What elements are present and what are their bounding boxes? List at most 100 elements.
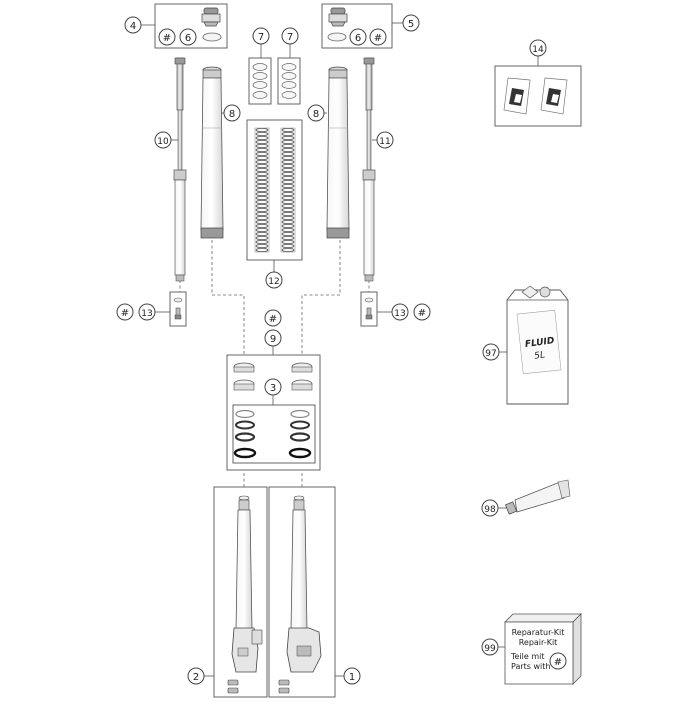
spring-coil	[255, 187, 269, 192]
cartridge-left[interactable]: 10	[154, 57, 187, 282]
part-group-98[interactable]: 98	[481, 479, 571, 517]
shim-stack-left-icon	[252, 63, 268, 99]
spring-left-icon	[254, 127, 270, 253]
hash-marker	[116, 303, 134, 321]
callout-2	[187, 667, 205, 685]
spring-coil	[255, 207, 269, 212]
spring-coil	[281, 247, 295, 252]
callout-8-left	[223, 104, 241, 122]
fork-leg-left[interactable]: 2	[187, 486, 268, 698]
hash-marker	[264, 309, 282, 327]
cartridge-right[interactable]: 11	[362, 57, 394, 282]
callout-5	[402, 14, 420, 32]
spring-coil	[255, 203, 269, 208]
fluid-can-icon: FLUID 5L	[506, 285, 569, 405]
spring-coil	[255, 127, 269, 132]
repair-kit-line2: Repair-Kit	[519, 638, 558, 647]
callout-1	[343, 667, 361, 685]
repair-kit-line1: Reparatur-Kit	[512, 628, 565, 637]
callout-3-label: 3	[270, 383, 276, 394]
spring-coil	[281, 211, 295, 216]
callout-13-right-label: 13	[394, 309, 405, 319]
spring-coil	[281, 219, 295, 224]
callout-10	[154, 131, 172, 149]
hash-marker-label: #	[418, 308, 426, 319]
part-group-12[interactable]: 12	[246, 119, 303, 289]
spring-coil	[255, 199, 269, 204]
callout-12	[265, 271, 283, 289]
hash-marker	[369, 28, 387, 46]
spring-coil	[281, 195, 295, 200]
spring-coil	[255, 135, 269, 140]
spring-coil	[281, 183, 295, 188]
spring-coil	[255, 183, 269, 188]
spring-coil	[255, 239, 269, 244]
decal-left-icon	[503, 77, 531, 115]
callout-97-label: 97	[485, 349, 496, 359]
spring-coil	[255, 223, 269, 228]
fluid-volume: 5L	[534, 350, 546, 361]
spring-coil	[255, 171, 269, 176]
outer-tube-right[interactable]: 8	[307, 66, 350, 239]
part-group-4[interactable]: 4 # 6	[124, 3, 228, 49]
part-group-97[interactable]: 97 FLUID 5L	[482, 285, 569, 405]
spring-coil	[281, 127, 295, 132]
shim-stack-right-icon	[281, 63, 297, 99]
spring-coil	[281, 187, 295, 192]
callout-11-label: 11	[379, 137, 390, 147]
spring-coil	[281, 231, 295, 236]
callout-7-right-label: 7	[287, 32, 293, 43]
repair-kit-box-icon	[504, 613, 582, 685]
spring-coil	[255, 195, 269, 200]
hash-marker	[158, 28, 176, 46]
spring-coil	[255, 131, 269, 136]
part-group-9[interactable]: # 9 3	[226, 309, 321, 471]
part-group-13-left[interactable]: 13 #	[116, 291, 187, 327]
part-group-99[interactable]: 99 Reparatur-Kit Repair-Kit Teile mit Pa…	[481, 613, 582, 685]
callout-11	[376, 131, 394, 149]
callout-6-right	[349, 28, 367, 46]
spring-coil	[255, 231, 269, 236]
callout-6-right-label: 6	[355, 33, 361, 44]
spring-coil	[255, 143, 269, 148]
callout-4-label: 4	[130, 21, 136, 32]
spring-coil	[255, 235, 269, 240]
spring-coil	[281, 151, 295, 156]
callout-5-label: 5	[408, 19, 414, 30]
dust-seal-icon	[233, 362, 313, 391]
spring-coil	[255, 179, 269, 184]
spring-coil	[281, 207, 295, 212]
spring-coil	[281, 155, 295, 160]
spring-coil	[281, 167, 295, 172]
spring-coil	[255, 211, 269, 216]
o-ring-icon	[327, 32, 347, 42]
part-group-5[interactable]: 5 6 #	[321, 3, 420, 49]
outer-tube-left[interactable]: 8	[200, 66, 241, 239]
spring-coil	[255, 163, 269, 168]
spring-coil	[255, 191, 269, 196]
spring-coil	[281, 159, 295, 164]
fork-cap-icon	[328, 7, 348, 27]
spring-coil	[281, 239, 295, 244]
callout-8-right	[307, 104, 325, 122]
hash-marker-label: #	[163, 33, 171, 44]
callout-10-label: 10	[157, 137, 169, 147]
spring-coil	[255, 167, 269, 172]
spring-coil	[281, 131, 295, 136]
spring-coil	[281, 223, 295, 228]
callout-12-label: 12	[268, 277, 279, 287]
fork-leg-right[interactable]: 1	[268, 486, 361, 698]
spring-right-icon	[280, 127, 296, 253]
spring-coil	[281, 175, 295, 180]
spring-coil	[281, 147, 295, 152]
callout-8-right-label: 8	[313, 109, 319, 120]
part-group-7[interactable]: 7 7	[248, 27, 301, 105]
callout-13-left	[138, 303, 156, 321]
hash-marker-label: #	[269, 314, 277, 325]
spring-coil	[281, 179, 295, 184]
spring-coil	[281, 191, 295, 196]
part-group-14[interactable]: 14	[494, 39, 582, 127]
part-group-13-right[interactable]: 13 #	[360, 291, 431, 327]
